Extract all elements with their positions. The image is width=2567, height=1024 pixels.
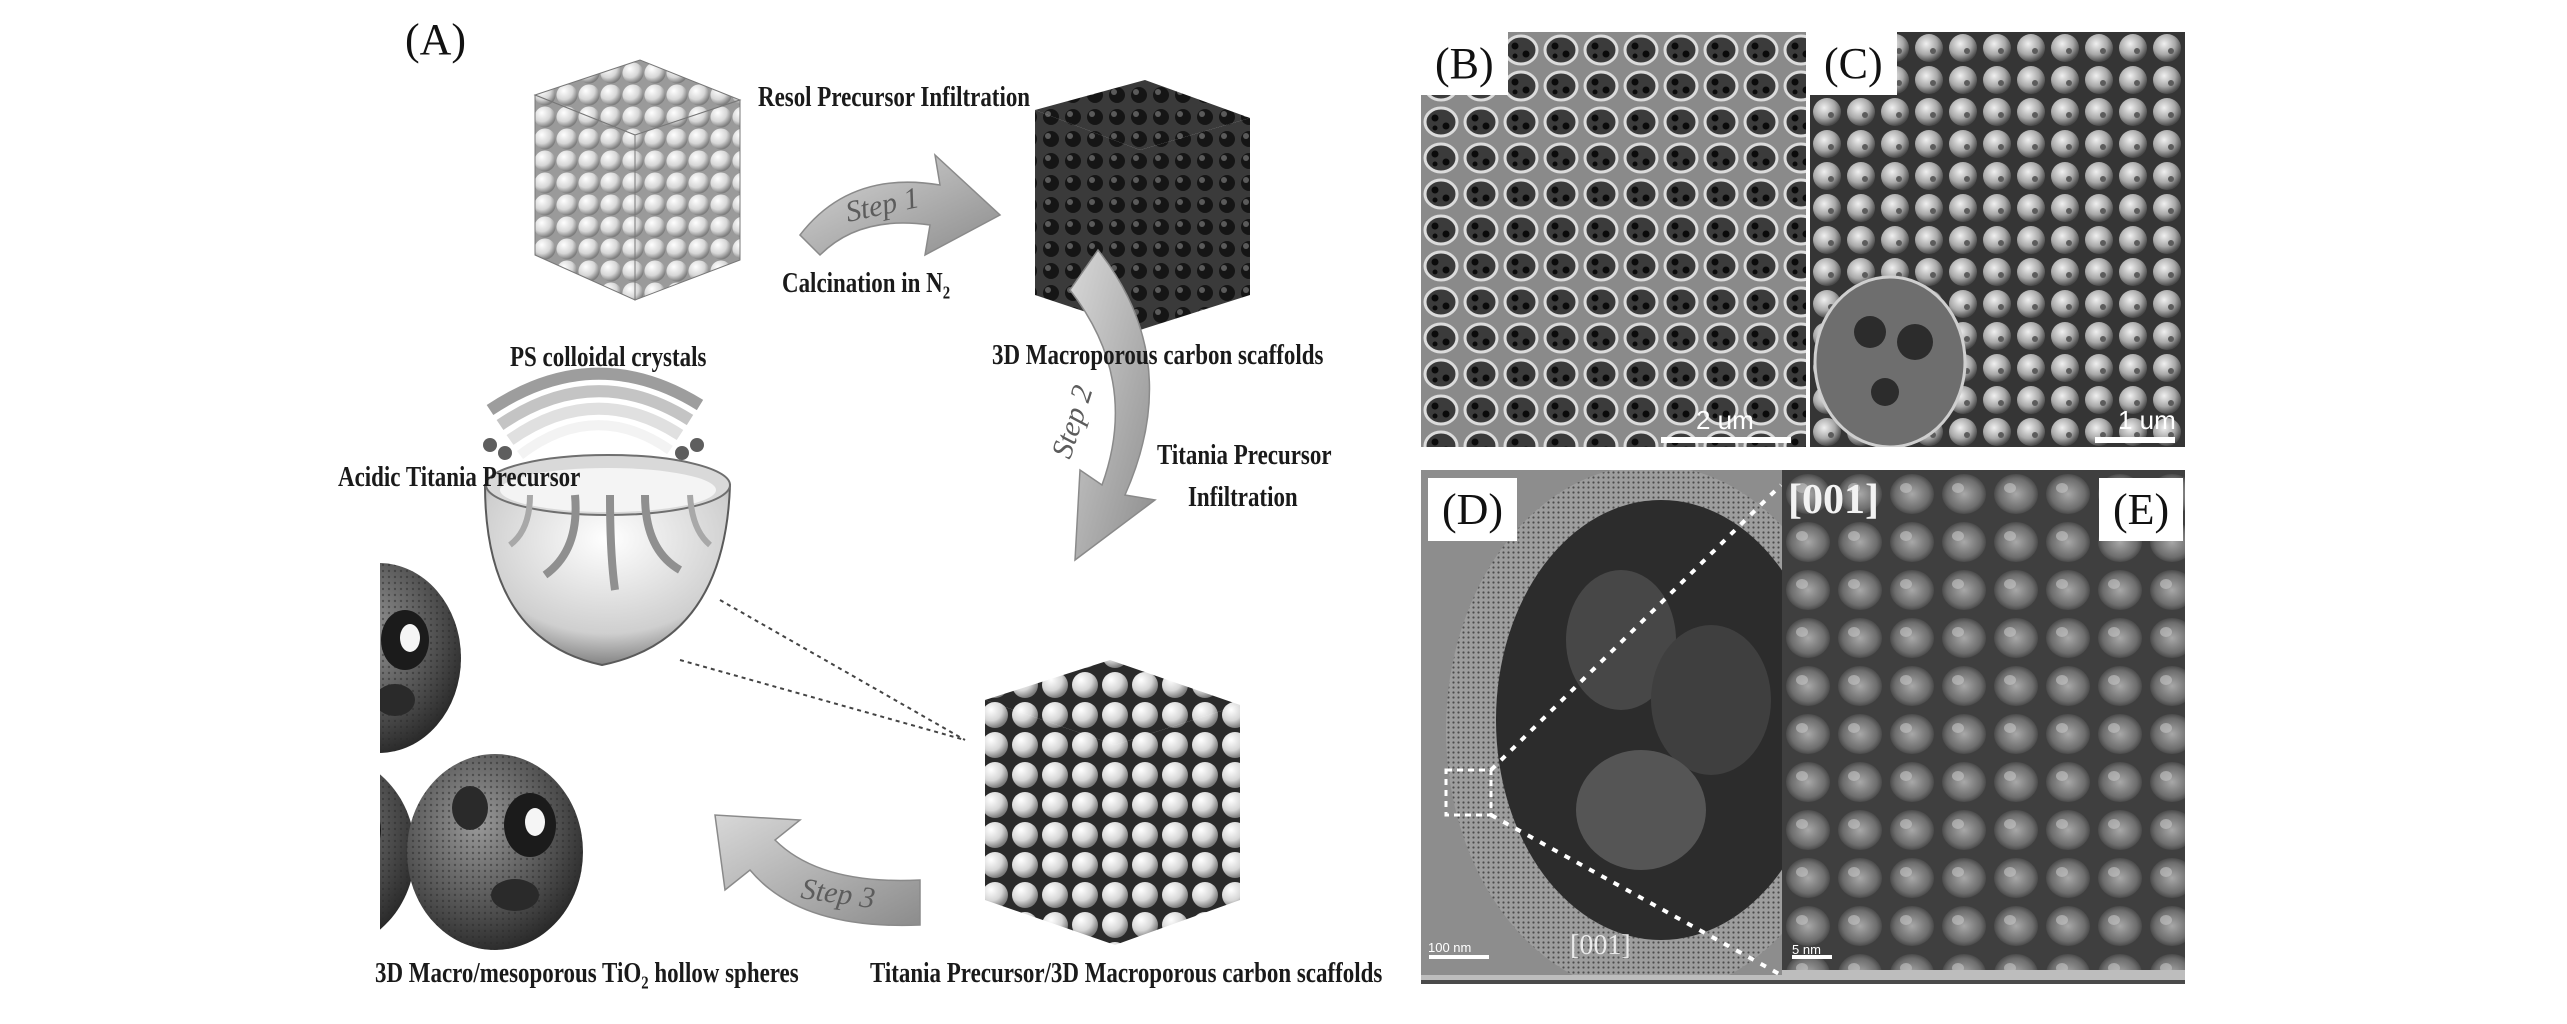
- tio2-hollow-spheres: [380, 563, 583, 950]
- panel-d-zone-axis: [001]: [1570, 930, 1631, 961]
- final-product-label: 3D Macro/mesoporous TiO2 hollow spheres: [375, 958, 799, 993]
- synthesis-schematic: Step 1 Step 2 Step 3: [380, 59, 1250, 950]
- zoom-guide-lines: [1444, 483, 1783, 977]
- legend-label: Acidic Titania Precursor: [338, 462, 581, 493]
- panel-e-hrtem-image: [1782, 470, 2185, 980]
- ps-colloidal-crystal-cube: [533, 59, 742, 301]
- panel-de-bottom-border: [1421, 980, 2185, 984]
- panel-b-letter: (B): [1421, 32, 1508, 95]
- panel-b-sem-image: [1421, 32, 1806, 462]
- step1-arrow: Step 1: [799, 152, 1002, 257]
- panel-d-tem-image: [1421, 470, 1783, 980]
- step1-bottom-label: Calcination in N2: [782, 268, 951, 303]
- hollow-sphere-top: [380, 563, 461, 753]
- step1-top-label: Resol Precursor Infiltration: [758, 82, 1031, 113]
- step2-label-line2: Infiltration: [1188, 482, 1298, 513]
- panel-e-scale-bar: [1792, 955, 1832, 959]
- step2-arrow-text: Step 2: [1045, 381, 1099, 462]
- panel-c-scale-label: 1 um: [2118, 405, 2176, 435]
- panel-d-letter: (D): [1428, 478, 1518, 541]
- dotted-connector: [679, 659, 966, 741]
- composite-cube: [985, 660, 1240, 945]
- panel-b-scale-label: 2 um: [1696, 405, 1754, 435]
- panel-c-sem-image: [1810, 32, 2185, 462]
- composite-label: Titania Precursor/3D Macroporous carbon …: [870, 958, 1383, 989]
- panel-e-letter: (E): [2099, 478, 2184, 541]
- panel-a-letter: (A): [405, 15, 467, 64]
- panel-e-scale-label: 5 nm: [1792, 942, 1821, 957]
- hollow-sphere-left: [380, 774, 415, 930]
- hollow-sphere-right: [407, 754, 583, 950]
- step3-arrow: Step 3: [714, 814, 921, 927]
- dotted-connector-2: [719, 599, 966, 741]
- panel-d-scale-bar: [1429, 955, 1489, 959]
- ps-crystals-label: PS colloidal crystals: [510, 342, 707, 373]
- panel-c-scale-bar: [2095, 437, 2175, 443]
- zoom-region-box: [1444, 768, 1493, 817]
- carbon-scaffold-label: 3D Macroporous carbon scaffolds: [992, 340, 1324, 371]
- panel-b-scale-bar: [1661, 437, 1791, 443]
- panel-c-letter: (C): [1810, 32, 1897, 95]
- panel-e-zone-axis: [001]: [1788, 477, 1879, 523]
- carbon-scaffold-cube: [1035, 80, 1250, 330]
- panel-d-scale-label: 100 nm: [1428, 940, 1472, 955]
- hemisphere-infiltration-diagram: [483, 367, 732, 667]
- step2-label-line1: Titania Precursor: [1157, 440, 1332, 471]
